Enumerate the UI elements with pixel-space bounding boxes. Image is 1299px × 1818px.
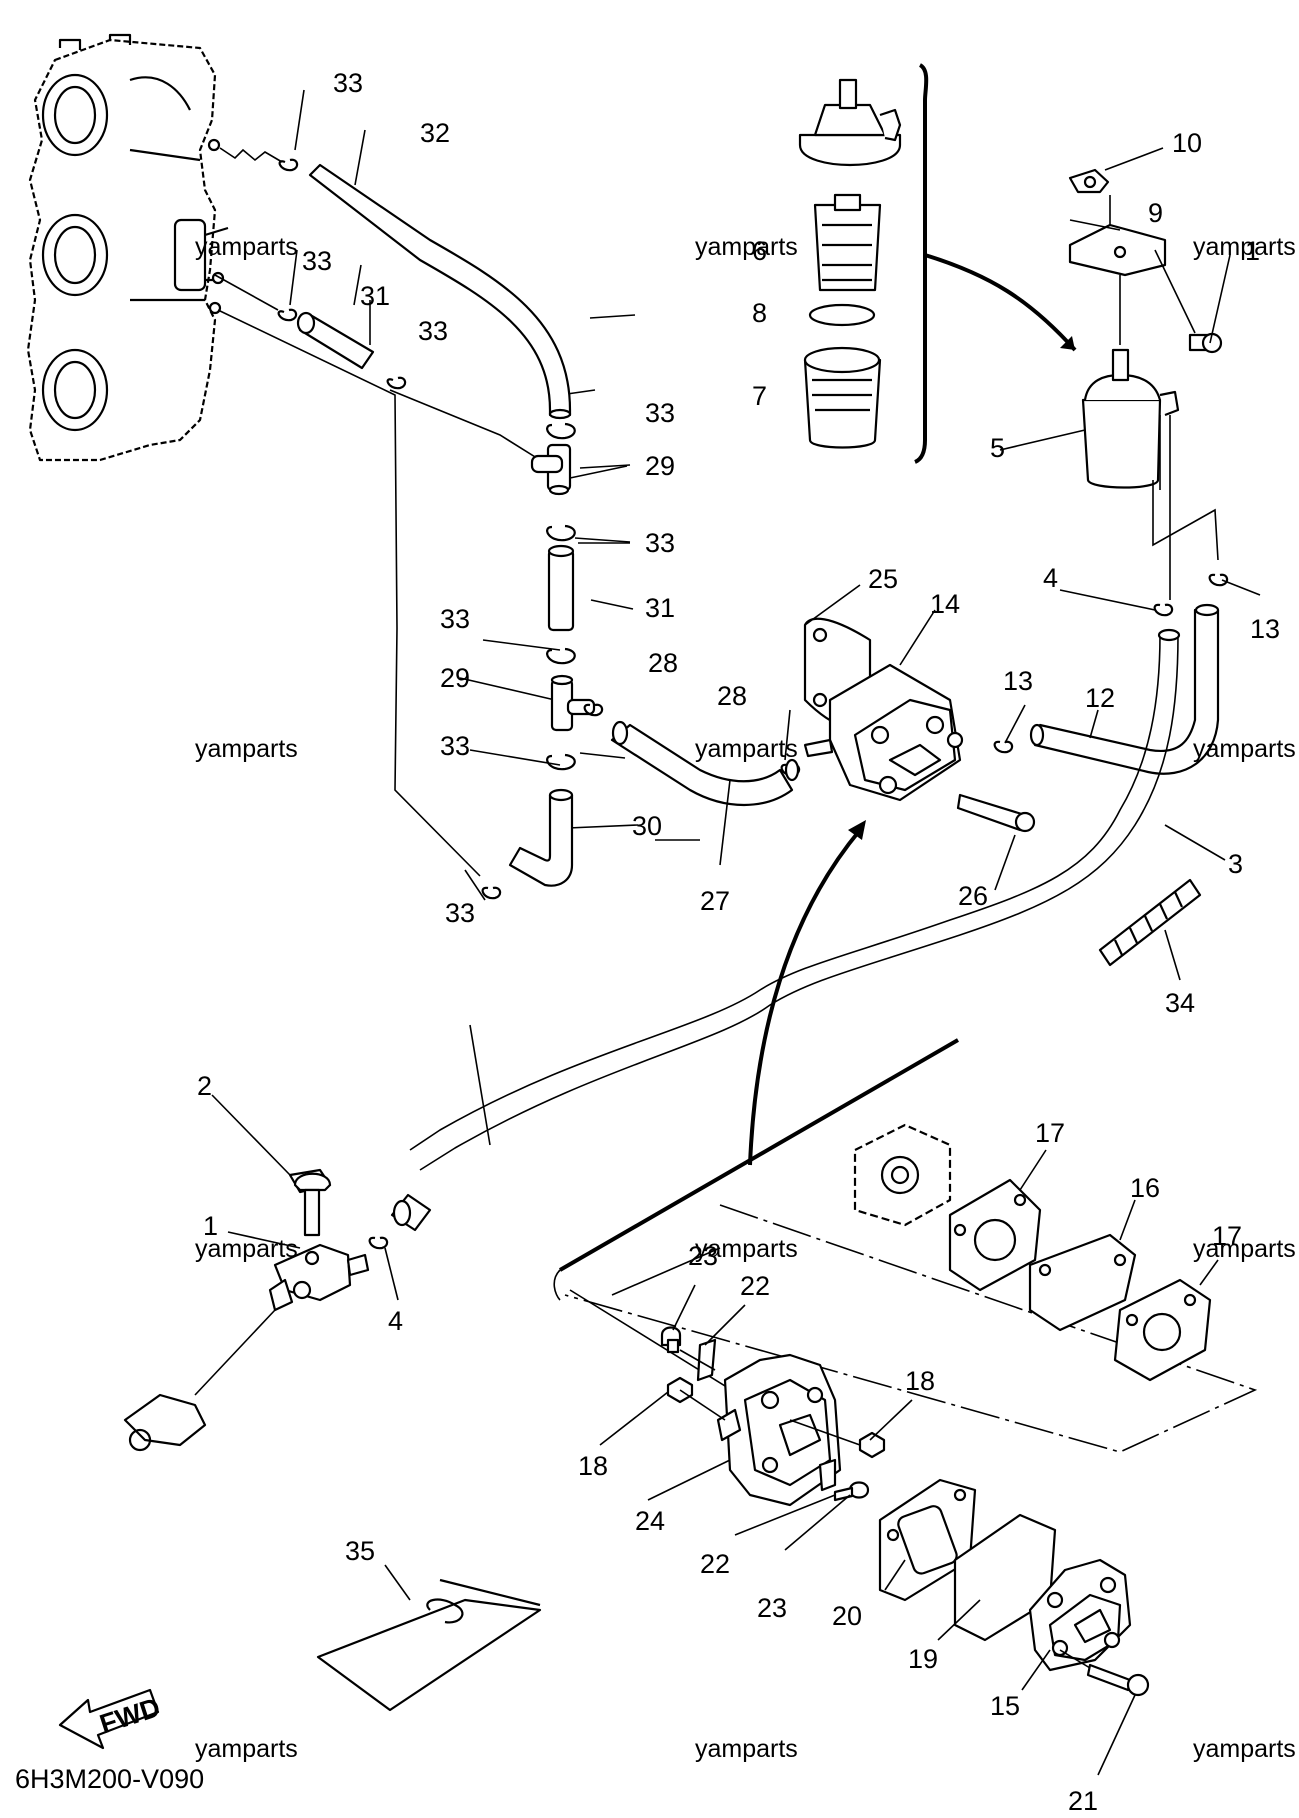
part-label-6: 6 [752,236,767,266]
part-label-17: 17 [1212,1221,1242,1251]
part-label-34: 34 [1165,988,1195,1018]
part-label-18: 18 [905,1366,935,1396]
part-label-10: 10 [1172,128,1202,158]
owner-manual-35 [316,1564,542,1712]
part-label-33: 33 [333,68,363,98]
part-label-14: 14 [930,589,960,619]
part-label-35: 35 [345,1536,375,1566]
fwd-arrow: FWD [58,1688,164,1750]
part-label-13: 13 [1250,614,1280,644]
part-label-4: 4 [388,1306,403,1336]
clips-33 [277,158,576,900]
part-label-20: 20 [832,1601,862,1631]
part-label-25: 25 [868,564,898,594]
joint-29-lower [550,674,596,732]
hose-31-upper [296,311,375,370]
part-label-33: 33 [440,731,470,761]
part-label-28: 28 [717,681,747,711]
part-label-15: 15 [990,1691,1020,1721]
watermark: yamparts [1193,735,1296,763]
part-label-3: 3 [1228,849,1243,879]
fuel-filter-assembly [924,168,1223,600]
part-label-29: 29 [440,663,470,693]
part-label-33: 33 [418,316,448,346]
part-label-33: 33 [440,604,470,634]
part-label-21: 21 [1068,1786,1098,1816]
hose-3 [390,628,1181,1232]
part-label-9: 9 [1148,198,1163,228]
part-label-4: 4 [1043,563,1058,593]
watermark: yamparts [695,1235,798,1263]
part-label-33: 33 [645,528,675,558]
hose-30 [508,788,574,887]
part-label-30: 30 [632,811,662,841]
part-label-33: 33 [445,898,475,928]
part-label-22: 22 [740,1271,770,1301]
part-label-22: 22 [700,1549,730,1579]
carburetor-assembly [26,33,229,462]
part-label-23: 23 [757,1593,787,1623]
callout-lines [599,147,1261,1776]
part-label-26: 26 [958,881,988,911]
watermark: yamparts [695,735,798,763]
part-label-13: 13 [1003,666,1033,696]
part-label-28: 28 [648,648,678,678]
pump-exploded-view [553,1038,1258,1697]
part-label-33: 33 [645,398,675,428]
part-label-8: 8 [752,298,767,328]
fuel-joint-assembly [123,1094,399,1452]
part-label-29: 29 [645,451,675,481]
part-label-23: 23 [688,1241,718,1271]
diagram-code: 6H3M200-V090 [15,1764,204,1794]
hose-32 [308,163,572,420]
hose-12 [1029,603,1220,775]
fuel-filter-parts [798,63,929,464]
watermark: yamparts [195,735,298,763]
part-label-12: 12 [1085,683,1115,713]
watermark: yamparts [1193,1735,1296,1763]
watermark: yamparts [1193,233,1296,261]
joint-29-upper [530,443,572,496]
part-label-33: 33 [302,246,332,276]
watermark: yamparts [195,1235,298,1263]
part-label-16: 16 [1130,1173,1160,1203]
part-label-7: 7 [752,381,767,411]
part-label-5: 5 [990,433,1005,463]
assembly-arrow [748,820,866,1166]
protector-34 [1098,878,1202,967]
part-label-19: 19 [908,1644,938,1674]
part-label-24: 24 [635,1506,665,1536]
hose-31-lower [547,544,575,632]
part-label-31: 31 [360,281,390,311]
watermark: yamparts [195,1735,298,1763]
watermark: yamparts [195,233,298,261]
part-number-labels: 33 32 33 31 33 33 29 33 31 33 29 28 33 3… [197,68,1280,1816]
fwd-label: FWD [96,1692,164,1740]
watermarks: yamparts yamparts yamparts yamparts yamp… [195,233,1296,1763]
part-label-2: 2 [197,1071,212,1101]
watermark: yamparts [1193,1235,1296,1263]
watermark: yamparts [695,233,798,261]
clips-right [368,573,1229,1250]
part-label-32: 32 [420,118,450,148]
part-label-27: 27 [700,886,730,916]
part-label-31: 31 [645,593,675,623]
part-label-17: 17 [1035,1118,1065,1148]
watermark: yamparts [695,1735,798,1763]
hose-27 [610,720,794,806]
part-label-1: 1 [203,1211,218,1241]
fuel-pump-assembly [784,617,1036,833]
part-label-1: 1 [1245,236,1260,266]
part-label-18: 18 [578,1451,608,1481]
